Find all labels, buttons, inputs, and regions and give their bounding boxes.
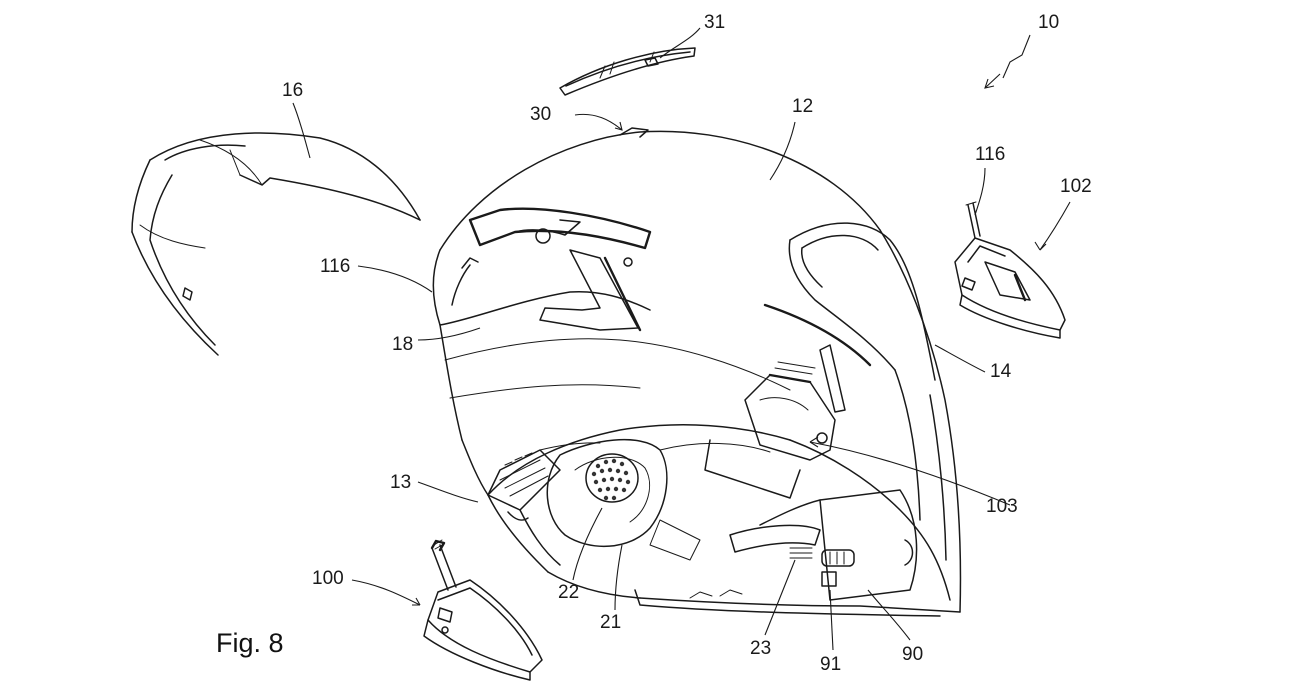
label-31: 31: [704, 12, 725, 33]
label-23: 23: [750, 638, 771, 659]
label-14: 14: [990, 361, 1012, 382]
helmet-shell-12: [432, 127, 962, 613]
label-13: 13: [390, 472, 411, 493]
label-103: 103: [986, 496, 1018, 517]
vent-cover-31: [559, 47, 696, 96]
visor-part-16: [131, 132, 421, 356]
label-16: 16: [282, 80, 303, 101]
label-21: 21: [600, 612, 621, 633]
helmet-interior: [487, 361, 961, 617]
shell-side-part-14: [763, 222, 947, 561]
label-10: 10: [1038, 12, 1059, 33]
label-12: 12: [792, 96, 813, 117]
label-116-left: 116: [320, 256, 350, 277]
reference-labels: 10 31 30 12 16 116 116 102 18 14 13 103 …: [282, 12, 1092, 675]
label-91: 91: [820, 654, 841, 675]
label-100: 100: [312, 568, 344, 589]
label-22: 22: [558, 582, 579, 603]
label-18: 18: [392, 334, 413, 355]
communication-unit-102: [954, 201, 1066, 339]
figure-caption: Fig. 8: [216, 628, 284, 658]
label-116-right: 116: [975, 144, 1005, 165]
leader-lines: [292, 27, 1071, 651]
communication-unit-100: [423, 539, 543, 681]
label-90: 90: [902, 644, 923, 665]
label-102: 102: [1060, 176, 1092, 197]
label-30: 30: [530, 104, 551, 125]
